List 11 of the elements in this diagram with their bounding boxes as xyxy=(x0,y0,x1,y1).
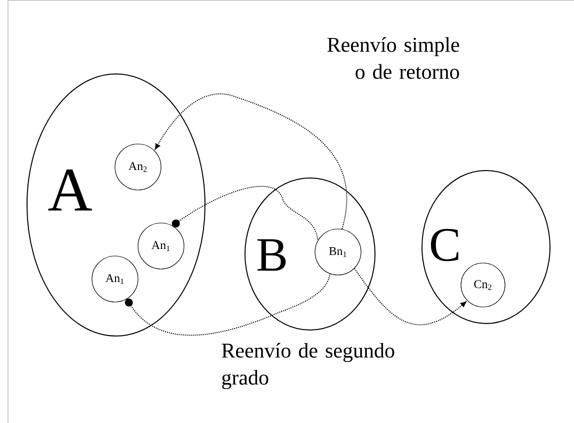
annotation-text: Reenvío simple o de retorno xyxy=(327,37,460,79)
dotted-arrow xyxy=(124,273,331,336)
circle-node: An$_{1}$ xyxy=(138,222,184,270)
dotted-arrow xyxy=(172,186,318,241)
dotted-arrow xyxy=(154,93,348,230)
annotation-text: Reenvío de segundo grado xyxy=(222,342,394,390)
circle-node: An$_{2}$ xyxy=(114,144,162,190)
circle-node: Bn$_{1}$ xyxy=(314,228,362,276)
dotted-arrow xyxy=(354,268,466,326)
circle-node: Cn$_{2}$ xyxy=(460,262,506,308)
circle-node: An$_{1}$ xyxy=(92,256,138,302)
